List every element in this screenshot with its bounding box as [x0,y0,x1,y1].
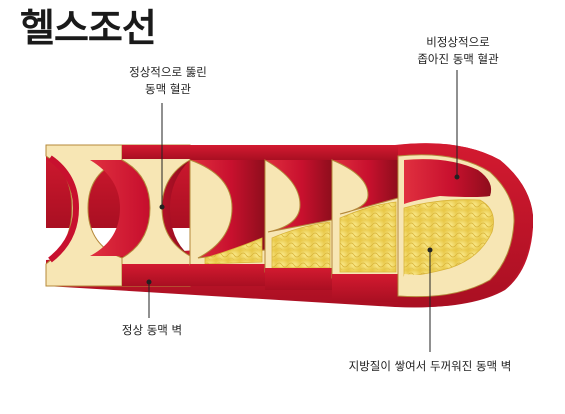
label-narrowed-line2: 좁아진 동맥 혈관 [417,52,499,66]
label-fat-wall: 지방질이 쌓여서 두꺼워진 동맥 벽 [348,359,512,373]
pointer-lines [146,70,460,352]
segment-4 [264,145,333,290]
label-normal-lumen: 정상적으로 뚫린 동맥 혈관 [108,64,228,98]
segment-6 [397,143,533,308]
label-normal-lumen-line2: 동맥 혈관 [145,82,191,96]
label-narrowed-artery: 비정상적으로 좁아진 동맥 혈관 [398,34,518,68]
segment-5 [331,145,399,302]
label-normal-wall: 정상 동맥 벽 [121,323,183,337]
label-normal-lumen-line1: 정상적으로 뚫린 [129,65,207,79]
segment-2 [121,144,191,287]
label-narrowed-line1: 비정상적으로 [426,35,490,49]
brand-title: 헬스조선 [20,6,157,50]
segment-3 [189,145,266,286]
